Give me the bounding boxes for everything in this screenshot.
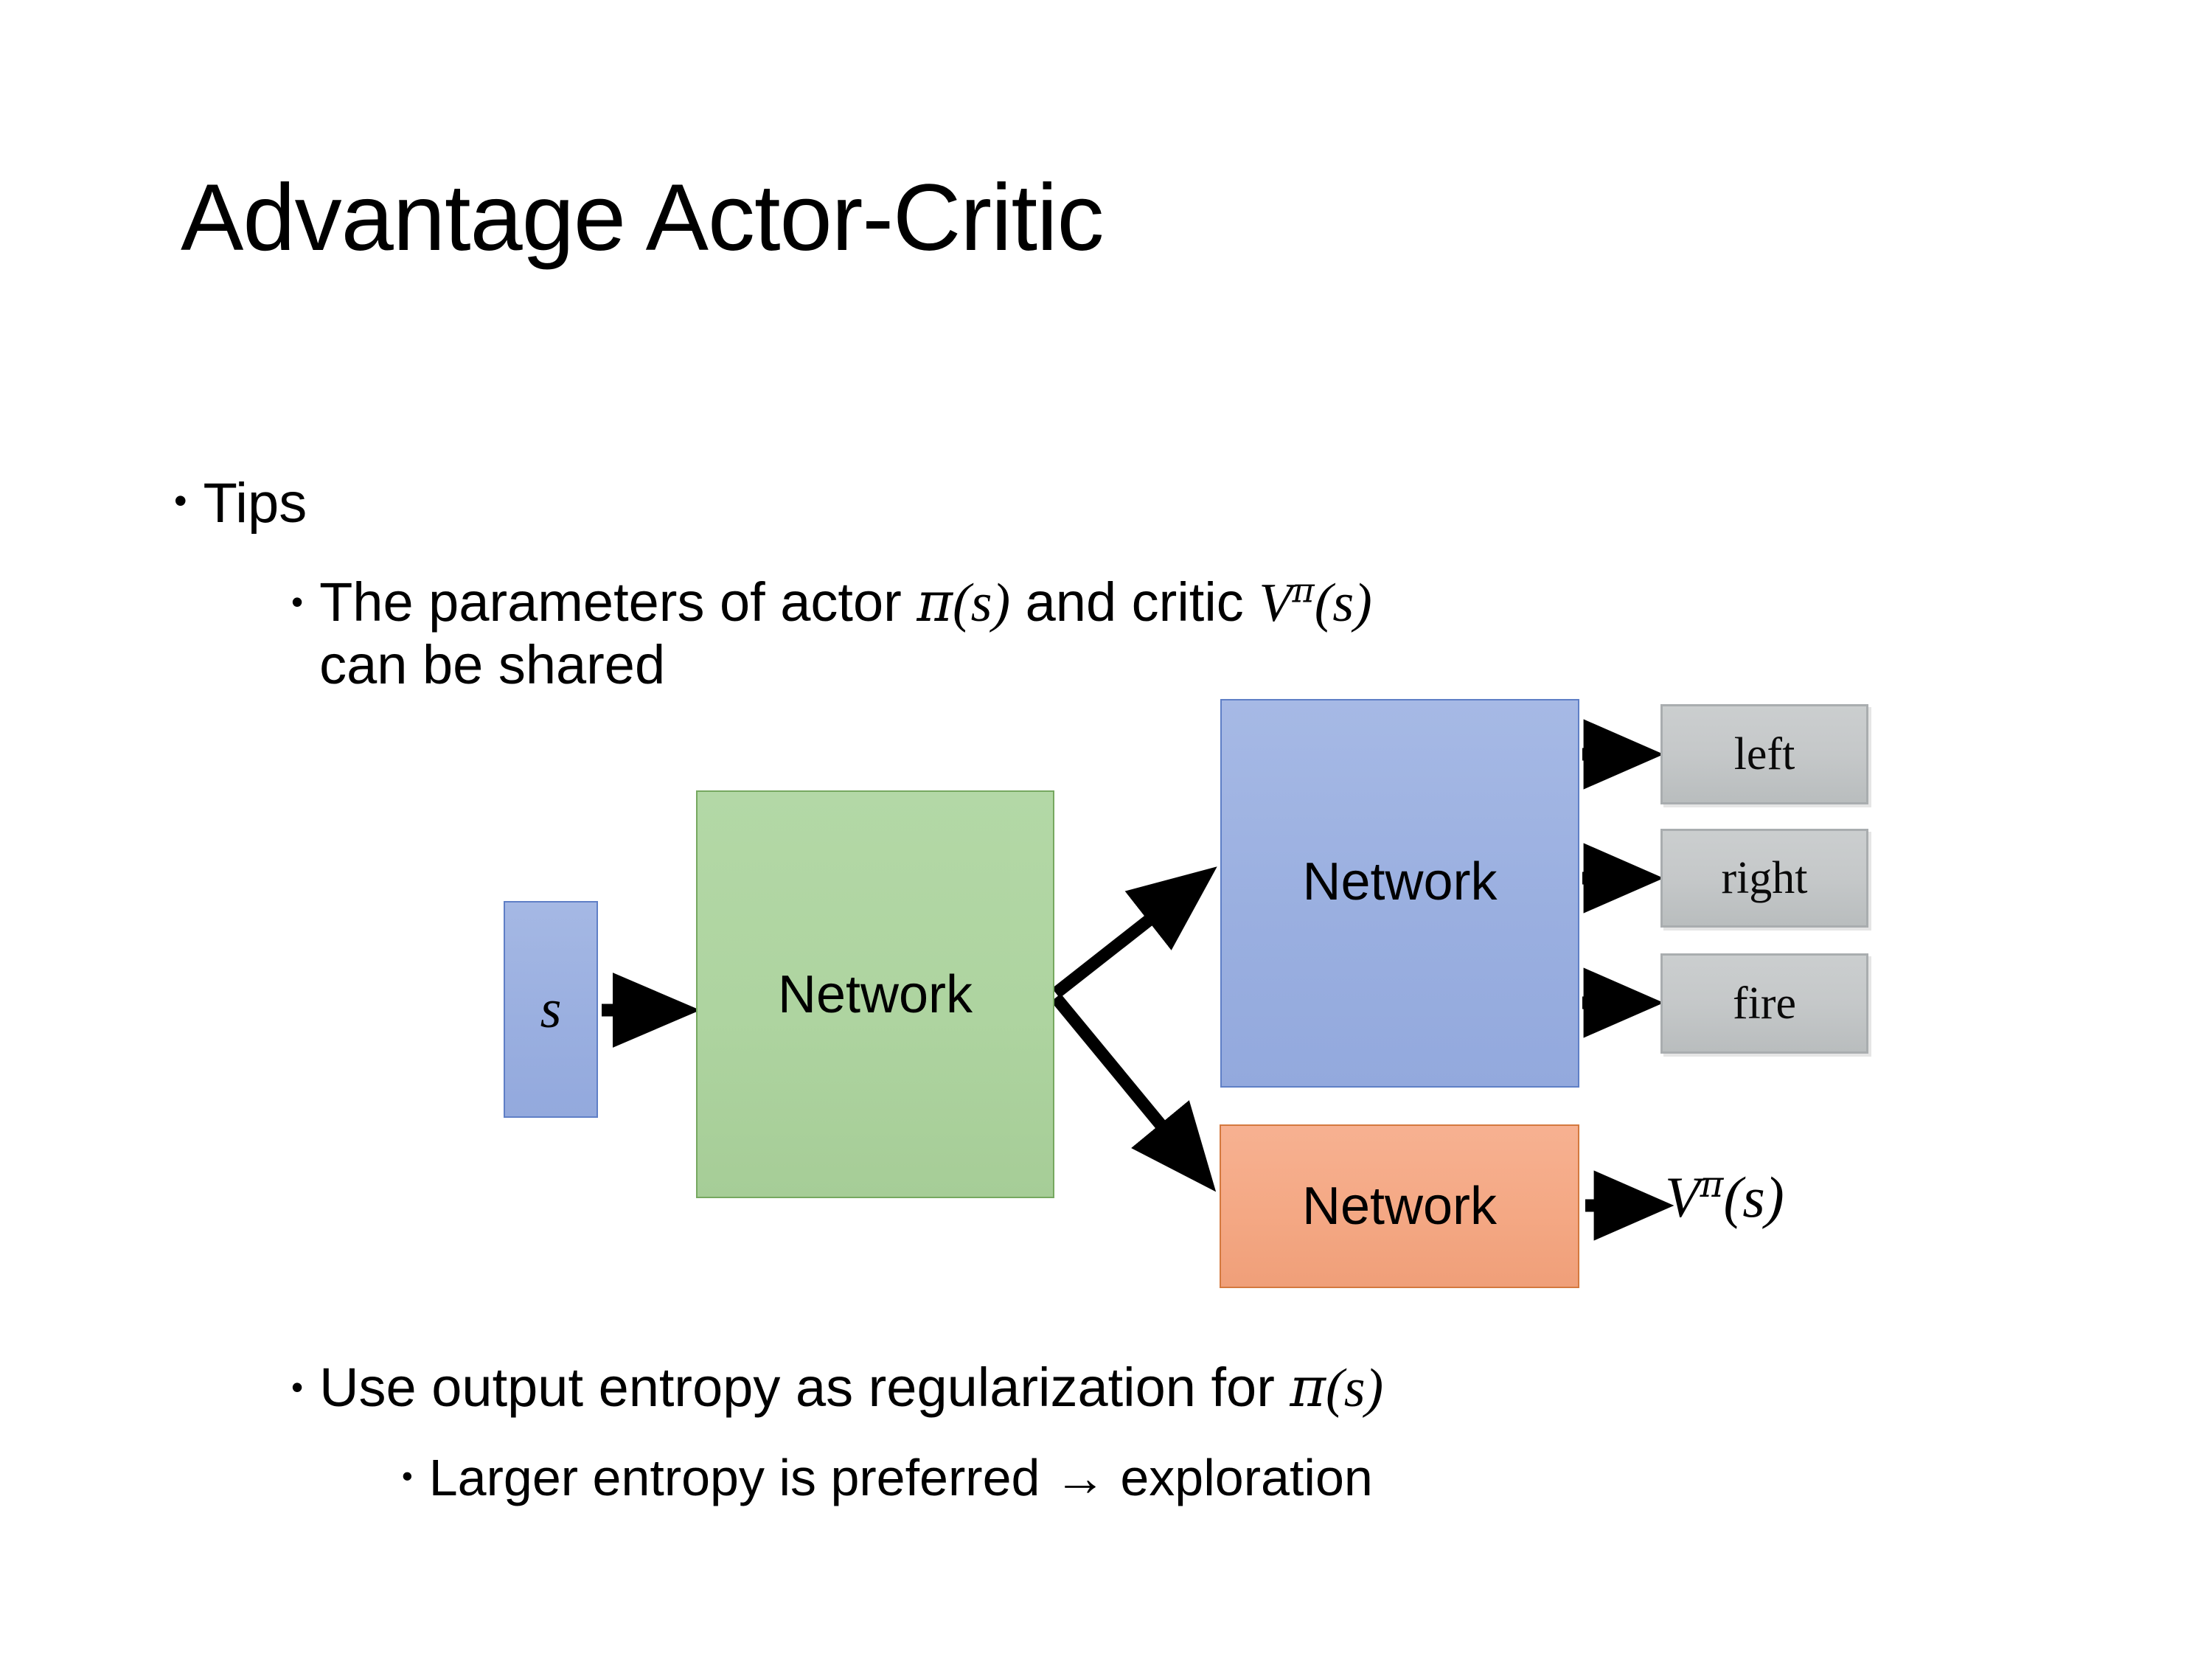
bullet-marker-icon: • bbox=[174, 480, 187, 521]
critic-v-argument: (s) bbox=[1314, 573, 1372, 633]
entropy-text: Use output entropy as regularization for bbox=[319, 1357, 1290, 1418]
shared-text-part1: The parameters of actor bbox=[319, 571, 917, 633]
bullet-entropy-label: Use output entropy as regularization for… bbox=[319, 1357, 1383, 1419]
shared-text-part3: can be shared bbox=[319, 634, 666, 696]
actor-pi-symbol: π bbox=[917, 571, 953, 634]
action-output-fire-label: fire bbox=[1732, 978, 1797, 1029]
arrow-shared-to-critic bbox=[1051, 993, 1217, 1192]
bullet-entropy-regularization: • Use output entropy as regularization f… bbox=[291, 1357, 2061, 1419]
bullet-marker-icon: • bbox=[291, 1368, 304, 1406]
bullet-shared-parameters: • The parameters of actor π(s) and criti… bbox=[291, 571, 2061, 697]
bullet-marker-icon: • bbox=[291, 582, 304, 621]
bullet-shared-label: The parameters of actor π(s) and critic … bbox=[319, 571, 1372, 697]
critic-output-superscript: π bbox=[1700, 1164, 1724, 1206]
critic-v-superscript: π bbox=[1292, 570, 1315, 611]
arrow-shared-to-actor bbox=[1051, 866, 1217, 998]
bullet-tips: • Tips bbox=[174, 472, 307, 536]
entropy-pi-argument: (s) bbox=[1326, 1358, 1384, 1419]
critic-network-box[interactable]: Network bbox=[1220, 1124, 1579, 1288]
actor-network-box[interactable]: Network bbox=[1220, 699, 1579, 1088]
actor-pi-argument: (s) bbox=[953, 573, 1011, 633]
action-output-left-label: left bbox=[1733, 728, 1795, 779]
shared-text-part2: and critic bbox=[1010, 571, 1259, 633]
action-output-fire[interactable]: fire bbox=[1660, 953, 1868, 1054]
critic-output-v-symbol: V bbox=[1665, 1165, 1700, 1229]
action-output-right[interactable]: right bbox=[1660, 829, 1868, 928]
critic-network-label: Network bbox=[1301, 1177, 1498, 1236]
bullet-tips-label: Tips bbox=[203, 472, 307, 535]
shared-network-box[interactable]: Network bbox=[696, 790, 1054, 1198]
bullet-exploration: • Larger entropy is preferred → explorat… bbox=[402, 1449, 2098, 1508]
shared-network-label: Network bbox=[777, 964, 973, 1024]
critic-value-output: Vπ(s) bbox=[1665, 1164, 1784, 1231]
page-title: Advantage Actor-Critic bbox=[181, 165, 1104, 271]
critic-v-symbol: V bbox=[1259, 573, 1293, 633]
actor-network-label: Network bbox=[1302, 852, 1498, 911]
bullet-marker-icon: • bbox=[402, 1458, 413, 1493]
bullet-exploration-label: Larger entropy is preferred → exploratio… bbox=[428, 1449, 1373, 1506]
action-output-right-label: right bbox=[1721, 852, 1808, 903]
action-output-left[interactable]: left bbox=[1660, 704, 1868, 804]
critic-output-argument: (s) bbox=[1723, 1165, 1784, 1229]
state-label: s bbox=[540, 978, 562, 1040]
state-input-box[interactable]: s bbox=[504, 901, 598, 1118]
entropy-pi-symbol: π bbox=[1290, 1356, 1326, 1419]
